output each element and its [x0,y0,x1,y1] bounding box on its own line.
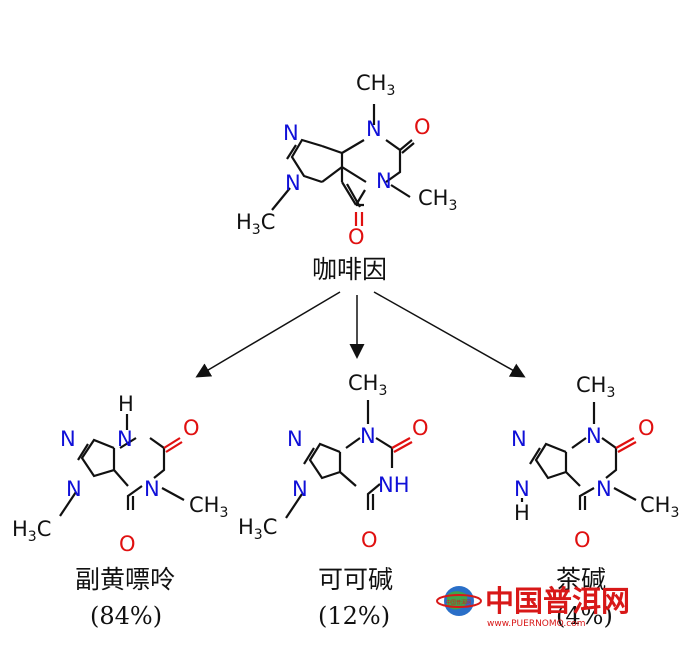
watermark-url: www.PUERNOMO.com [487,619,585,629]
watermark: 中国普洱网 中国普洱网 www.PUERNOMO.com [436,584,630,629]
svg-text:H3C: H3C [238,515,277,543]
theobromine-n3: N [360,424,376,448]
caffeine-ch3-top: CH [356,71,386,95]
caffeine-o6: O [348,225,365,249]
theobromine-h3c-left: H [238,515,254,539]
paraxanthine-h1: H [118,392,134,416]
theophylline-o6: O [574,528,591,552]
paraxanthine-o6: O [119,532,136,556]
caffeine-o2: O [414,115,431,139]
caffeine-n9: N [283,121,299,145]
theophylline-label: 茶碱 [556,565,606,594]
watermark-title: 中国普洱网 [485,584,630,618]
theobromine-o6: O [361,528,378,552]
svg-text:H3C: H3C [12,517,51,545]
caffeine-n7: N [285,171,301,195]
theophylline-n9: N [511,427,527,451]
theophylline-percent: (4%) [556,602,613,630]
theophylline-ch3-top: CH [576,373,606,397]
paraxanthine-n1: N [117,427,133,451]
watermark-globe-icon: 中国普洱网 [436,586,482,616]
caffeine-n1: N [376,169,392,193]
paraxanthine-n3: N [144,477,160,501]
paraxanthine-n7: N [66,477,82,501]
svg-text:CH3: CH3 [640,493,679,521]
theophylline-n7: N [514,477,530,501]
caffeine-h3c-left: H [236,210,252,234]
paraxanthine-o2: O [183,416,200,440]
paraxanthine-structure: H N O N CH3 O N N H3C 副黄嘌呤 (84%) [12,392,228,630]
svg-text:CH3: CH3 [418,186,457,214]
arrow-to-paraxanthine [195,291,341,378]
paraxanthine-ch3-right: CH [189,493,219,517]
theobromine-o2: O [412,416,429,440]
theophylline-structure: CH3 N O N CH3 O N N H 茶碱 (4%) [511,373,679,630]
theobromine-label: 可可碱 [318,565,393,594]
svg-text:CH3: CH3 [576,373,615,401]
arrow-to-theophylline [373,291,526,378]
caffeine-structure: CH3 N O N CH3 O N N H3C 咖啡因 [236,71,457,284]
theophylline-ch3-right: CH [640,493,670,517]
caffeine-n3: N [366,117,382,141]
caffeine-ch3-right: CH [418,186,448,210]
svg-text:CH3: CH3 [348,371,387,399]
theophylline-h7: H [514,501,530,525]
theobromine-nh: NH [378,473,410,497]
theobromine-n7: N [292,477,308,501]
watermark-logo-text: 中国普洱网 [446,599,471,606]
theobromine-percent: (12%) [318,602,390,630]
paraxanthine-percent: (84%) [90,602,162,630]
theobromine-structure: CH3 N O NH O N N H3C 可可碱 (12%) [238,371,429,630]
svg-text:CH3: CH3 [356,71,395,99]
paraxanthine-n9: N [60,427,76,451]
theophylline-n3: N [586,424,602,448]
caffeine-label: 咖啡因 [312,255,387,284]
svg-text:CH3: CH3 [189,493,228,521]
theophylline-o2: O [638,416,655,440]
svg-text:H3C: H3C [236,210,275,238]
paraxanthine-label: 副黄嘌呤 [75,565,175,594]
theobromine-ch3-top: CH [348,371,378,395]
paraxanthine-h3c-left: H [12,517,28,541]
theobromine-n9: N [287,427,303,451]
theophylline-n1: N [596,477,612,501]
